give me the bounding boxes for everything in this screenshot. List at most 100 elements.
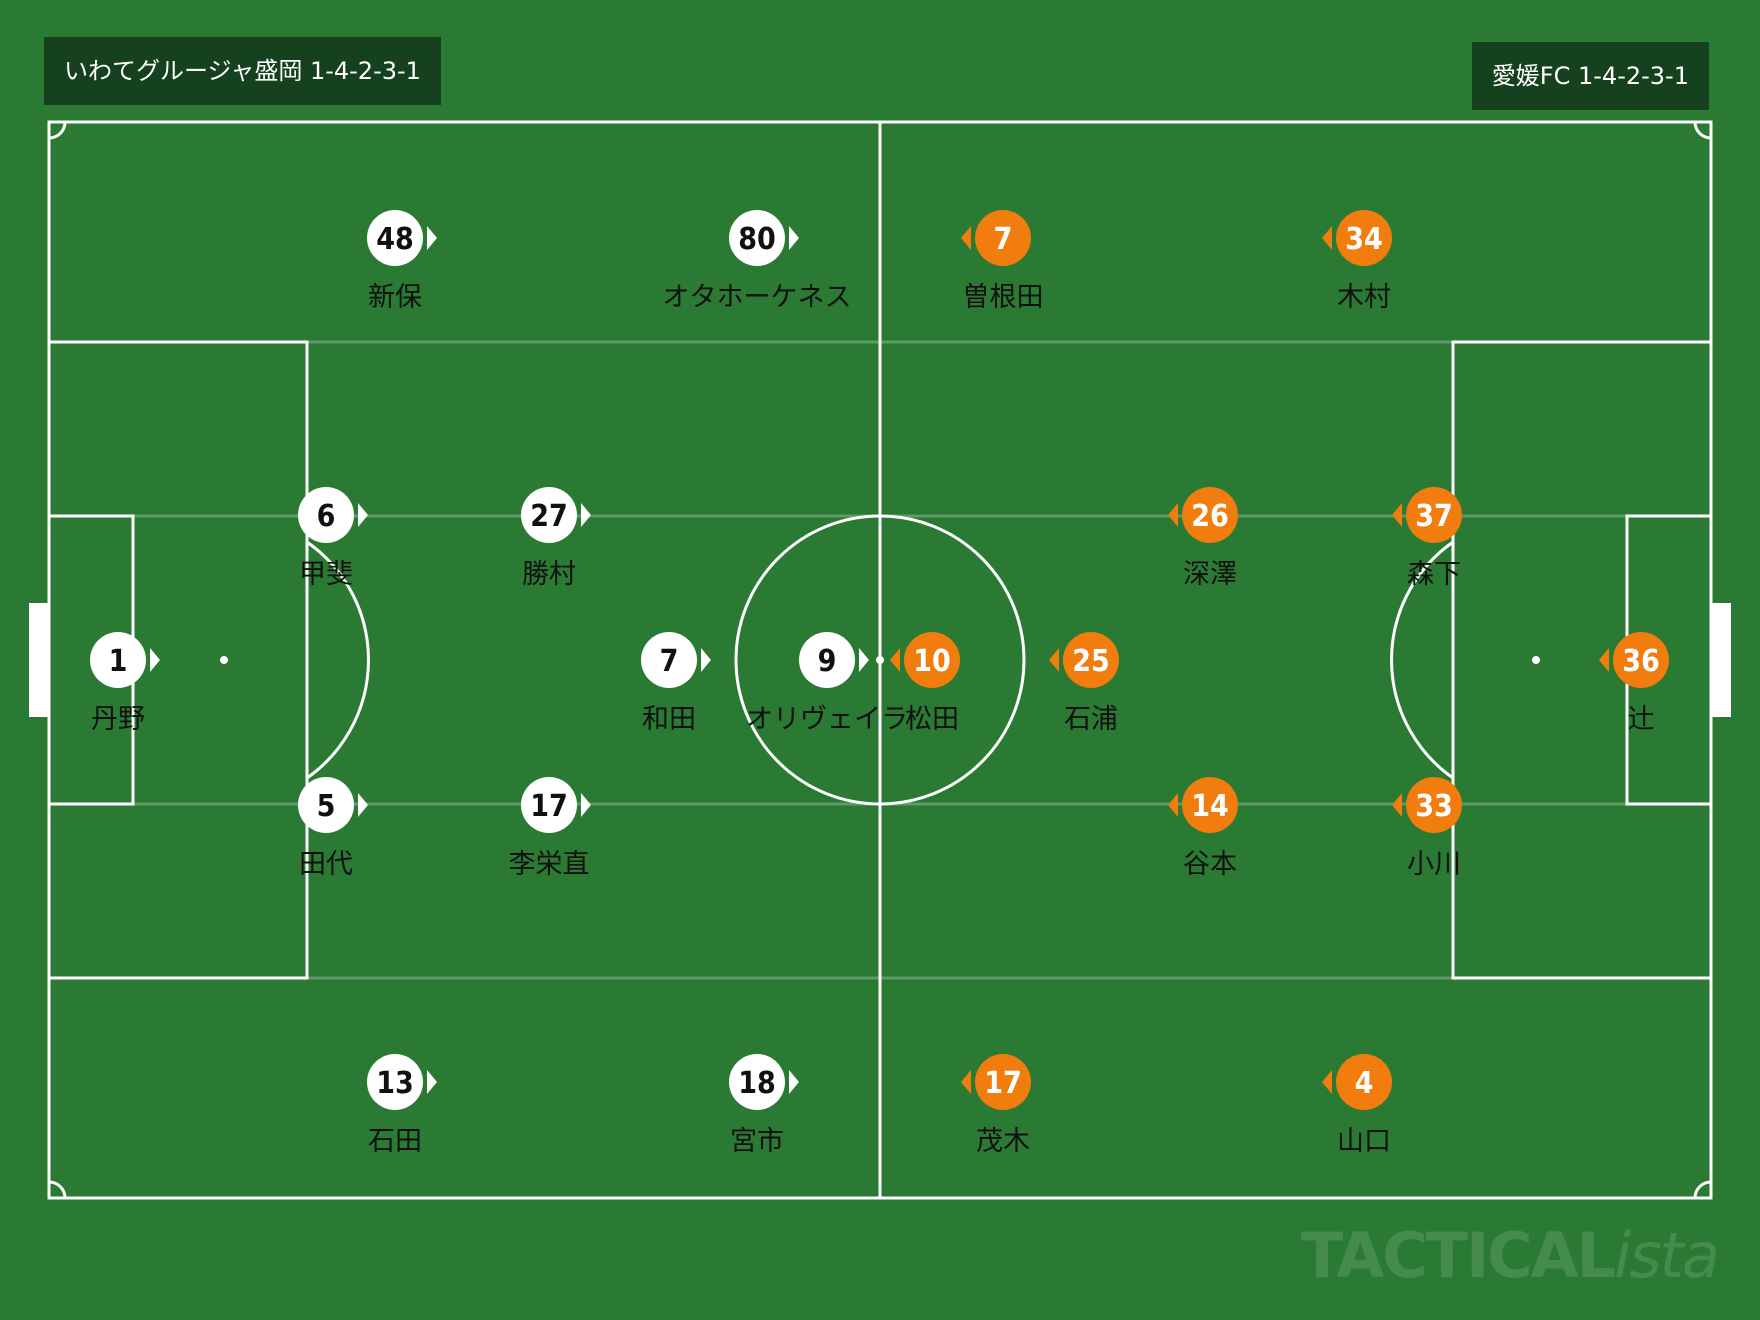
corner-arc-br [1693,1180,1712,1199]
away-player-token[interactable]: 10 松田 [890,632,960,735]
home-player-circle [298,487,354,543]
away-player-circle [1336,1054,1392,1110]
away-player-name: 小川 [1407,849,1461,880]
direction-arrow-icon [961,1070,971,1094]
away-player-circle [1336,210,1392,266]
home-player-number: 27 [530,499,568,534]
direction-arrow-icon [1392,503,1402,527]
away-player-number: 37 [1415,499,1453,534]
player-tokens: 1丹野6甲斐5田代48新保13石田27勝村17李栄直80オタホーケネス7和田18… [90,210,1669,1157]
away-player-circle [1182,777,1238,833]
direction-arrow-icon [701,648,711,672]
home-player-token[interactable]: 1丹野 [90,632,160,735]
home-player-name: 李栄直 [509,849,590,880]
home-player-name: 甲斐 [299,559,353,590]
home-player-number: 9 [818,644,837,679]
direction-arrow-icon [1599,648,1609,672]
direction-arrow-icon [1322,1070,1332,1094]
direction-arrow-icon [427,226,437,250]
pitch-spots [29,603,1731,717]
away-team-label: 愛媛FC 1-4-2-3-1 [1471,42,1709,110]
watermark-main: TACTICAL [1300,1219,1616,1292]
right-goal [1711,603,1731,717]
direction-arrow-icon [859,648,869,672]
tacticalista-watermark: TACTICALista [1300,1219,1720,1292]
home-player-name: 新保 [368,282,422,313]
home-player-token[interactable]: 7 和田 [641,632,711,735]
home-player-token[interactable]: 80 オタホーケネス [663,210,852,313]
home-player-token[interactable]: 6 甲斐 [298,487,368,590]
centre-circle [734,514,1026,806]
away-player-number: 4 [1355,1066,1374,1101]
home-player-number: 80 [738,222,776,257]
home-player-token[interactable]: 9 オリヴェイラ [746,632,908,735]
away-player-number: 26 [1191,499,1229,534]
home-player-name: オタホーケネス [663,282,852,313]
home-player-number: 6 [317,499,336,534]
home-player-name: 勝村 [522,559,576,590]
away-player-circle [975,1054,1031,1110]
home-player-number: 7 [660,644,679,679]
home-player-name: 和田 [642,704,696,735]
direction-arrow-icon [890,648,900,672]
home-player-circle [298,777,354,833]
home-player-circle [367,210,423,266]
away-player-name: 茂木 [976,1126,1030,1157]
home-player-number: 13 [376,1066,414,1101]
home-player-circle [799,632,855,688]
home-player-token[interactable]: 27 勝村 [521,487,591,590]
home-player-circle [521,777,577,833]
away-player-number: 36 [1622,644,1660,679]
away-player-name: 森下 [1407,559,1461,590]
away-player-token[interactable]: 25 石浦 [1049,632,1119,735]
centre-spot [876,656,884,664]
away-player-token[interactable]: 4山口 [1322,1054,1392,1157]
direction-arrow-icon [1322,226,1332,250]
home-player-token[interactable]: 5 田代 [298,777,368,880]
direction-arrow-icon [789,1070,799,1094]
away-player-circle [975,210,1031,266]
home-player-name: オリヴェイラ [746,704,908,735]
away-player-number: 10 [913,644,951,679]
left-penalty-spot [220,656,228,664]
away-player-token[interactable]: 36 辻 [1599,632,1669,735]
direction-arrow-icon [961,226,971,250]
home-player-number: 5 [317,789,336,824]
right-penalty-arc [1390,540,1454,780]
home-player-name: 田代 [299,849,353,880]
home-player-number: 18 [738,1066,776,1101]
home-player-token[interactable]: 48 新保 [367,210,437,313]
home-player-number: 48 [376,222,414,257]
away-player-number: 25 [1072,644,1110,679]
direction-arrow-icon [1168,793,1178,817]
away-player-token[interactable]: 34 木村 [1322,210,1392,313]
away-player-name: 木村 [1337,282,1391,313]
away-player-number: 34 [1345,222,1383,257]
direction-arrow-icon [358,793,368,817]
away-player-number: 7 [994,222,1013,257]
away-player-token[interactable]: 17 茂木 [961,1054,1031,1157]
away-player-name: 辻 [1628,704,1655,735]
home-player-circle [367,1054,423,1110]
home-team-label: いわてグルージャ盛岡 1-4-2-3-1 [44,37,441,105]
away-player-number: 17 [984,1066,1022,1101]
away-player-token[interactable]: 37 森下 [1392,487,1462,590]
away-player-name: 深澤 [1183,559,1237,590]
left-penalty-area [47,340,309,980]
watermark-italic: ista [1614,1219,1720,1292]
direction-arrow-icon [150,648,160,672]
away-player-token[interactable]: 26 深澤 [1168,487,1238,590]
away-player-circle [1182,487,1238,543]
home-player-name: 丹野 [91,704,145,735]
away-player-name: 松田 [905,704,959,735]
away-player-name: 石浦 [1064,704,1118,735]
away-player-name: 谷本 [1183,849,1237,880]
home-player-circle [521,487,577,543]
